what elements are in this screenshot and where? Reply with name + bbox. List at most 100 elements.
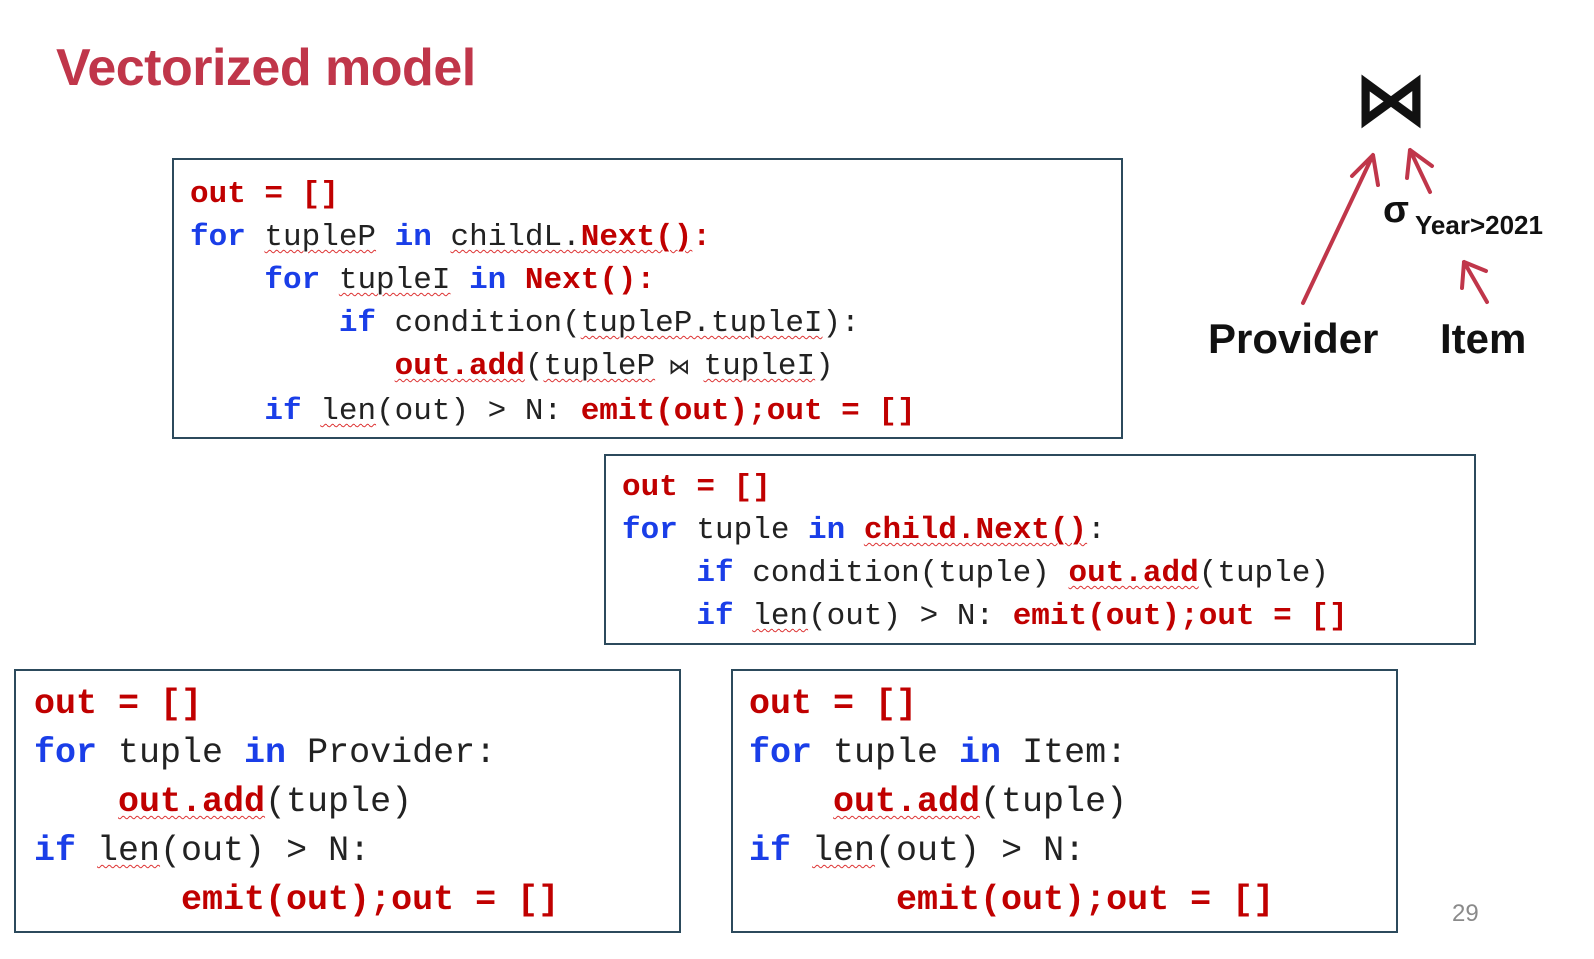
code-line: if len(out) > N: emit(out);out = []	[622, 595, 1474, 638]
provider-table-label: Provider	[1208, 315, 1379, 362]
code-token: for	[264, 263, 321, 298]
code-token: Provider:	[286, 733, 497, 773]
code-token: Next():	[524, 263, 656, 298]
code-token: :	[692, 220, 711, 255]
code-line: out = []	[190, 173, 1121, 216]
join-operator-symbol: ⋈	[1355, 60, 1427, 140]
code-token: out = []	[749, 684, 918, 724]
code-token: in	[959, 733, 1002, 773]
code-token: if	[34, 831, 77, 871]
code-token: for	[622, 513, 678, 548]
code-token: tuple	[677, 513, 809, 548]
code-token: (tuple)	[265, 782, 413, 822]
code-token: (out) > N:	[376, 394, 581, 429]
code-token: condition(tuple)	[733, 556, 1069, 591]
code-token: for	[749, 733, 813, 773]
code-line: if len(out) > N:	[749, 827, 1396, 876]
code-token: tuple	[97, 733, 245, 773]
code-token: condition(	[394, 306, 581, 341]
code-line: out.add(tuple)	[749, 778, 1396, 827]
item-scan-code-box: out = [] for tuple in Item: out.add(tuple…	[731, 669, 1398, 933]
code-token: (out) > N:	[808, 599, 1013, 634]
code-token: len	[752, 599, 809, 634]
code-token: len	[97, 831, 161, 871]
code-token: (out) > N:	[875, 831, 1086, 871]
code-token: Item:	[1001, 733, 1128, 773]
code-line: for tuple in Provider:	[34, 729, 679, 778]
select-operator-sigma: σ	[1383, 189, 1409, 231]
code-token: emit(out);out = []	[896, 880, 1275, 920]
code-token: out.add	[118, 782, 266, 822]
code-token: tupleI	[338, 263, 451, 298]
code-token: in	[244, 733, 287, 773]
code-token: if	[264, 394, 302, 429]
code-token: tupleP	[543, 349, 656, 384]
code-line: out = []	[34, 680, 679, 729]
code-token: if	[338, 306, 377, 341]
item-scan-code: out = [] for tuple in Item: out.add(tuple…	[733, 671, 1396, 925]
provider-scan-code: out = [] for tuple in Provider: out.add(t…	[16, 671, 679, 925]
code-line: if len(out) > N: emit(out);out = []	[190, 390, 1121, 433]
join-operator-code: out = []for tupleP in childL.Next(): for…	[174, 160, 1121, 433]
code-token: Next()	[580, 220, 693, 255]
code-token: for	[190, 220, 246, 255]
code-token: tupleP	[264, 220, 377, 255]
code-line: if len(out) > N:	[34, 827, 679, 876]
code-token: out.add	[394, 349, 525, 384]
code-token: child.Next()	[863, 513, 1088, 548]
code-token: emit(out);out = []	[580, 394, 916, 429]
code-token: len	[320, 394, 377, 429]
code-line: out.add(tupleP ⋈ tupleI)	[190, 345, 1121, 390]
code-token: (tuple)	[1198, 556, 1329, 591]
code-token: out.add	[833, 782, 981, 822]
select-operator-code: out = [] for tuple in child.Next(): if co…	[606, 456, 1474, 638]
code-token: len	[812, 831, 876, 871]
code-token: out = []	[622, 470, 771, 505]
code-token: :	[1087, 513, 1106, 548]
select-operator-code-box: out = [] for tuple in child.Next(): if co…	[604, 454, 1476, 645]
code-line: out = []	[749, 680, 1396, 729]
page-number: 29	[1452, 900, 1479, 927]
item-table-label: Item	[1440, 315, 1527, 362]
code-token: in	[394, 220, 432, 255]
code-line: if condition(tuple) out.add(tuple)	[622, 552, 1474, 595]
arrow-select-to-join	[1405, 148, 1434, 194]
code-token: tuple	[812, 733, 960, 773]
code-token: in	[469, 263, 507, 298]
select-condition-subscript: Year>2021	[1415, 210, 1543, 240]
arrow-provider-to-join	[1301, 153, 1380, 305]
provider-scan-code-box: out = [] for tuple in Provider: out.add(t…	[14, 669, 681, 933]
code-token: for	[34, 733, 98, 773]
code-token: if	[696, 556, 734, 591]
code-token: out.add	[1068, 556, 1199, 591]
join-operator-code-box: out = []for tupleP in childL.Next(): for…	[172, 158, 1123, 439]
code-line: for tuple in child.Next():	[622, 509, 1474, 552]
code-line: emit(out);out = []	[749, 876, 1396, 925]
code-token: if	[696, 599, 734, 634]
code-token: (tuple)	[980, 782, 1128, 822]
join-symbol-inline: ⋈	[655, 356, 704, 381]
code-token: childL.	[450, 220, 581, 255]
code-line: for tupleP in childL.Next():	[190, 216, 1121, 259]
code-token: tupleP.tupleI	[580, 306, 823, 341]
code-token: emit(out);out = []	[181, 880, 560, 920]
code-line: out.add(tuple)	[34, 778, 679, 827]
code-line: for tupleI in Next():	[190, 259, 1121, 302]
code-token: (	[524, 349, 544, 384]
code-token: in	[808, 513, 846, 548]
code-token: (out) > N:	[160, 831, 371, 871]
code-token: )	[815, 349, 834, 384]
slide-title: Vectorized model	[56, 39, 476, 97]
arrow-item-to-select	[1460, 260, 1489, 304]
code-token: out = []	[34, 684, 203, 724]
code-line: if condition(tupleP.tupleI):	[190, 302, 1121, 345]
code-line: for tuple in Item:	[749, 729, 1396, 778]
code-token: ):	[822, 306, 860, 341]
code-line: emit(out);out = []	[34, 876, 679, 925]
arrows-group	[1301, 148, 1489, 305]
code-token: out = []	[190, 177, 339, 212]
code-token: tupleI	[703, 349, 816, 384]
code-token: if	[749, 831, 792, 871]
code-token: emit(out);out = []	[1012, 599, 1348, 634]
